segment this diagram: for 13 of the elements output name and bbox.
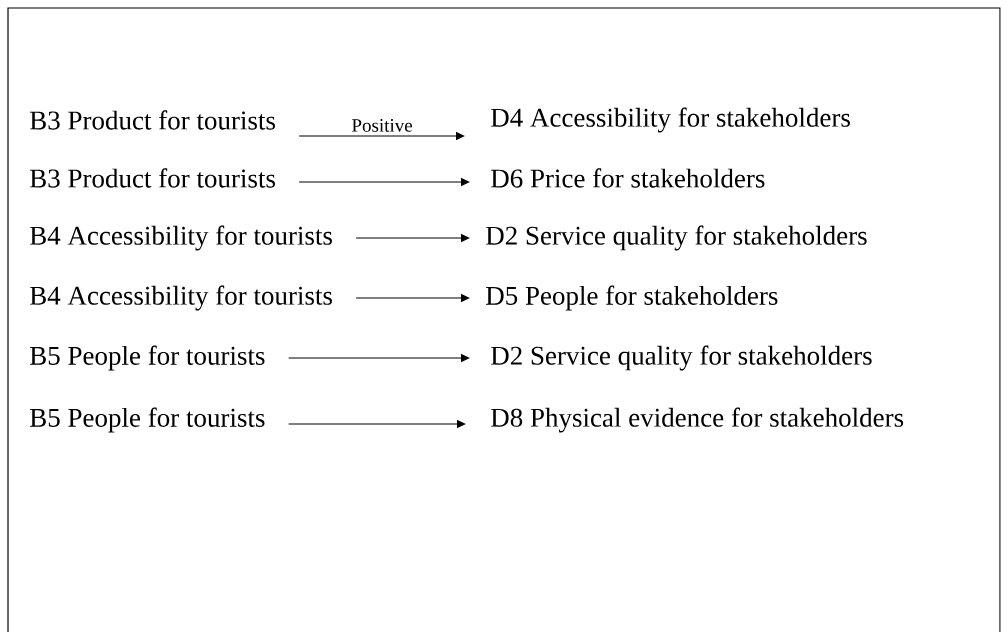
node-text: B4 Accessibility for tourists [30,225,332,251]
node-text: D4 Accessibility for stakeholders [491,107,850,133]
node-text: D8 Physical evidence for stakeholders [491,407,904,433]
node-text: B3 Product for tourists [30,168,275,188]
node-text: D5 People for stakeholders [486,285,778,311]
node-text: D6 Price for stakeholders [491,168,765,188]
node-text: B5 People for tourists [30,407,265,433]
node-text: B3 Product for tourists [30,110,275,130]
edge-label: Positive [352,119,413,132]
node-text: D2 Service quality for stakeholders [491,345,872,371]
node-text: D2 Service quality for stakeholders [486,225,867,251]
node-text: B4 Accessibility for tourists [30,285,332,311]
node-text: B5 People for tourists [30,345,265,371]
